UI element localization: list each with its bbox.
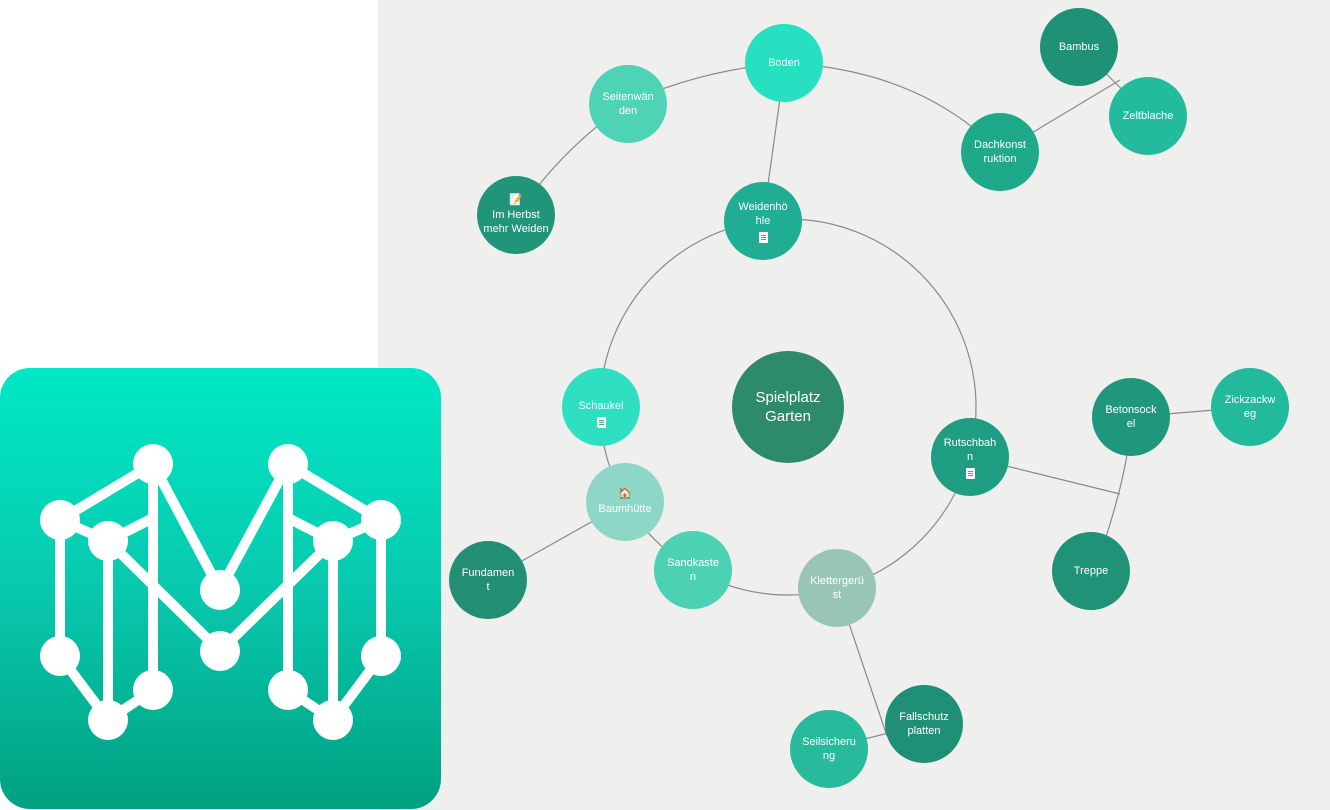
central-topic-node[interactable]: Spielplatz Garten (732, 351, 844, 463)
node-label: Seilsicheru ng (802, 736, 856, 762)
node-label: Zickzackw eg (1224, 394, 1276, 420)
node-label: Treppe (1073, 565, 1109, 577)
node-seitenwaenden[interactable]: Seitenwän den (589, 65, 667, 143)
node-label: Fallschutz platten (899, 711, 949, 737)
m-logo-icon (40, 444, 401, 740)
node-label: Seitenwän den (602, 91, 654, 117)
node-label: Weidenhö hle (738, 200, 788, 227)
node-betonsockel[interactable]: Betonsock el (1092, 378, 1170, 456)
node-fundament[interactable]: Fundamen t (449, 541, 527, 619)
note-icon[interactable] (596, 416, 606, 428)
node-zeltblache[interactable]: Zeltblache (1109, 77, 1187, 155)
node-sandkasten[interactable]: Sandkaste n (654, 531, 732, 609)
node-label: Sandkaste n (667, 557, 719, 583)
node-im-herbst[interactable]: 📝 Im Herbst mehr Weiden (477, 176, 555, 254)
node-label: Dachkonst ruktion (974, 139, 1026, 165)
node-boden[interactable]: Boden (745, 24, 823, 102)
node-label: Baumhütte (598, 503, 652, 515)
node-weidenhoehle[interactable]: Weidenhö hle (724, 182, 802, 260)
note-icon[interactable] (758, 231, 768, 243)
node-zickzackweg[interactable]: Zickzackw eg (1211, 368, 1289, 446)
pencil-icon[interactable]: 📝 (509, 194, 523, 206)
node-treppe[interactable]: Treppe (1052, 532, 1130, 610)
note-icon[interactable] (965, 467, 975, 479)
node-label: Fundamen t (461, 567, 515, 593)
node-klettergeruest[interactable]: Klettergerü st (798, 549, 876, 627)
node-label: Betonsock el (1105, 404, 1157, 430)
node-label: Im Herbst mehr Weiden (483, 209, 549, 235)
node-label: Rutschbah n (943, 436, 997, 463)
node-schaukel[interactable]: Schaukel (562, 368, 640, 446)
node-label: Spielplatz Garten (755, 389, 821, 425)
node-label: Boden (768, 57, 800, 69)
node-label: Schaukel (578, 399, 624, 412)
node-seilsicherung[interactable]: Seilsicheru ng (790, 710, 868, 788)
node-bambus[interactable]: Bambus (1040, 8, 1118, 86)
node-label: Zeltblache (1122, 110, 1174, 122)
node-label: Bambus (1058, 41, 1100, 53)
node-rutschbahn[interactable]: Rutschbah n (931, 418, 1009, 496)
app-icon (0, 368, 441, 809)
node-label: Klettergerü st (810, 575, 864, 601)
node-baumhuette[interactable]: 🏠 Baumhütte (586, 463, 664, 541)
house-icon[interactable]: 🏠 (618, 488, 632, 500)
node-fallschutzplatten[interactable]: Fallschutz platten (885, 685, 963, 763)
node-dachkonstruktion[interactable]: Dachkonst ruktion (961, 113, 1039, 191)
